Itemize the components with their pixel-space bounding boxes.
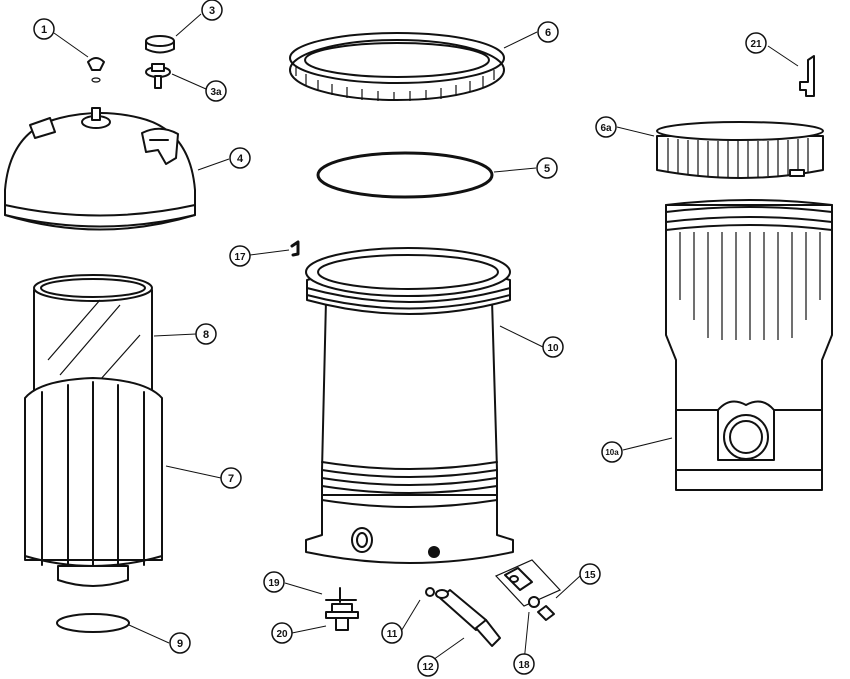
part-20-air-relief (325, 603, 359, 631)
callout-label: 4 (237, 153, 244, 165)
callout-label: 7 (228, 473, 234, 485)
part-10a-tank-body-alt (665, 199, 833, 491)
callout-label: 18 (518, 660, 530, 671)
callout-label: 3a (210, 87, 222, 98)
callout-label: 20 (276, 629, 288, 640)
part-17-clip (290, 240, 300, 257)
callout-label: 11 (387, 629, 398, 640)
part-1-vent-knob (87, 57, 105, 83)
callout-19: 19 (263, 571, 285, 593)
callout-label: 3 (209, 5, 215, 17)
callout-4: 4 (229, 147, 251, 169)
callout-10: 10 (542, 336, 564, 358)
part-6a-lock-ring-alt (656, 121, 824, 179)
callout-label: 6 (545, 27, 551, 39)
callout-label: 15 (584, 570, 596, 581)
callout-label: 12 (422, 662, 434, 673)
part-11-washer (425, 587, 435, 597)
callout-label: 9 (177, 638, 183, 650)
part-4-dome-lid (4, 107, 196, 231)
leader-lines (53, 13, 799, 663)
callout-5: 5 (536, 157, 558, 179)
part-10-tank-body (305, 247, 514, 564)
callout-label: 1 (41, 24, 47, 36)
callout-9: 9 (169, 632, 191, 654)
callout-6: 6 (537, 21, 559, 43)
callout-label: 10a (605, 448, 619, 457)
part-21-bracket (799, 55, 815, 97)
part-5-o-ring (316, 151, 494, 199)
callout-7: 7 (220, 467, 242, 489)
part-19-drain-plug (325, 587, 357, 603)
part-3a-valve (145, 63, 171, 89)
callout-15: 15 (579, 563, 601, 585)
part-8-cartridge-element (33, 274, 153, 391)
callout-3a: 3a (205, 80, 227, 102)
callout-label: 10 (547, 343, 559, 354)
part-15-fitting (528, 596, 555, 621)
callout-20: 20 (271, 622, 293, 644)
part-18-fitting-assembly (494, 559, 562, 607)
callout-11: 11 (381, 622, 403, 644)
callout-10a: 10a (601, 441, 623, 463)
callout-label: 17 (234, 252, 246, 263)
part-12-drain-assembly (435, 589, 501, 647)
part-6-lock-ring (289, 32, 505, 101)
callout-6a: 6a (595, 116, 617, 138)
callout-label: 5 (544, 163, 550, 175)
part-3-cap (145, 35, 175, 54)
part-9-o-ring (56, 613, 130, 633)
callout-21: 21 (745, 32, 767, 54)
callout-label: 6a (600, 123, 612, 134)
callout-18: 18 (513, 653, 535, 675)
part-7-filter-cartridge (24, 377, 163, 587)
callout-8: 8 (195, 323, 217, 345)
callout-3: 3 (201, 0, 223, 21)
callout-label: 19 (268, 578, 280, 589)
callout-1: 1 (33, 18, 55, 40)
callout-12: 12 (417, 655, 439, 677)
callout-label: 8 (203, 329, 209, 341)
callout-label: 21 (750, 39, 762, 50)
callout-17: 17 (229, 245, 251, 267)
